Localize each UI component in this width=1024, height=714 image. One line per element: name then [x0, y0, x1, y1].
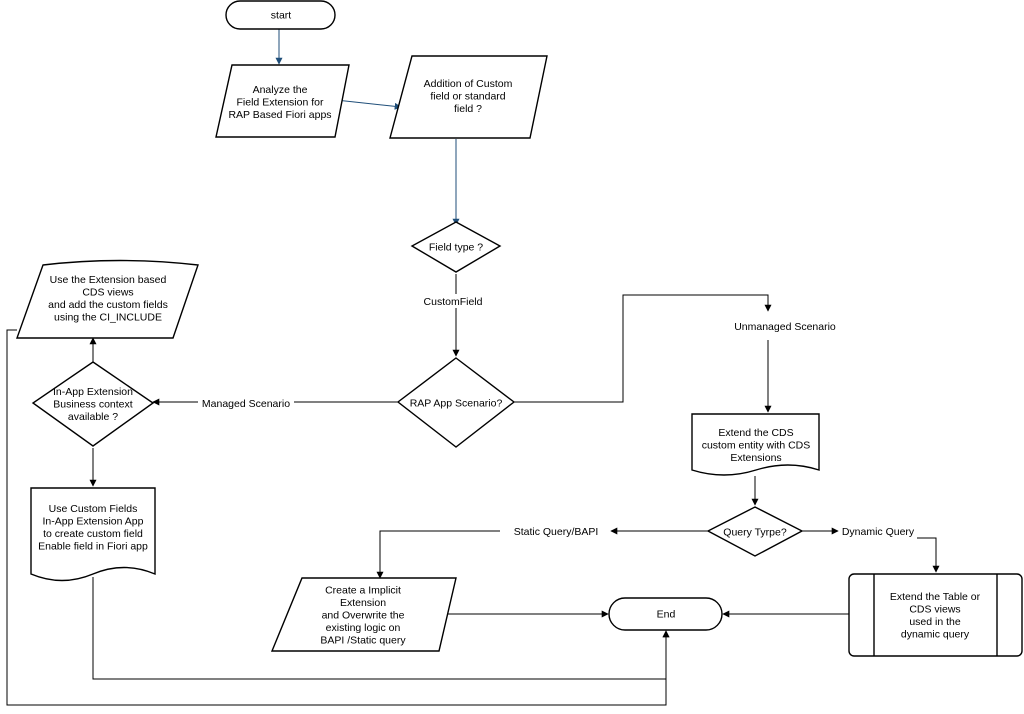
label-static-query: Static Query/BAPI	[505, 524, 605, 538]
use-ext-views-line: and add the custom fields	[48, 299, 168, 311]
inapp-ext-line: In-App Extension	[53, 386, 133, 398]
query-type-line: Query Tyrpe?	[723, 527, 787, 539]
extend-table-line: dynamic query	[901, 628, 970, 640]
label-static-query-text: Static Query/BAPI	[514, 526, 599, 538]
edge-static-to-implicit	[376, 530, 500, 579]
addition-line: Addition of Custom	[424, 78, 513, 90]
start-node-label: start	[271, 10, 292, 22]
extend-cds-line: custom entity with CDS	[702, 440, 811, 452]
edge-labels: CustomField Unmanaged Scenario Managed S…	[198, 294, 917, 538]
addition-line: field ?	[454, 103, 482, 115]
start-node[interactable]: start	[225, 0, 336, 30]
rap-scenario-line: RAP App Scenario?	[410, 398, 503, 410]
field-type-line: Field type ?	[429, 242, 483, 254]
inapp-ext-line: Business context	[53, 399, 132, 411]
rap-scenario-decision[interactable]: RAP App Scenario?	[396, 357, 516, 448]
implicit-ext-line: BAPI /Static query	[320, 635, 406, 647]
label-dynamic-query-text: Dynamic Query	[842, 526, 915, 538]
use-ext-views-line: Use the Extension based	[50, 274, 167, 286]
inapp-ext-line: available ?	[68, 411, 118, 423]
use-custom-fields-line: Use Custom Fields	[49, 503, 138, 515]
use-custom-fields-line: to create custom field	[43, 528, 143, 540]
field-type-decision[interactable]: Field type ?	[410, 221, 502, 273]
query-type-decision-label: Query Tyrpe?	[723, 527, 787, 539]
edge-useextviews-to-end	[6, 329, 670, 706]
edge-dynamic-to-extendtable	[917, 537, 940, 573]
extend-table-line: Extend the Table or	[890, 591, 981, 603]
label-managed: Managed Scenario	[198, 396, 294, 410]
label-managed-text: Managed Scenario	[202, 398, 290, 410]
use-ext-views-line: CDS views	[82, 286, 133, 298]
start-line: start	[271, 10, 292, 22]
end-node-label: End	[657, 609, 676, 621]
label-unmanaged-text: Unmanaged Scenario	[734, 321, 836, 333]
implicit-ext-line: existing logic on	[326, 622, 401, 634]
use-custom-fields-line: In-App Extension App	[43, 515, 144, 527]
edge-rap-to-extendcds	[514, 294, 772, 403]
query-type-decision[interactable]: Query Tyrpe?	[706, 506, 804, 557]
extend-table-line: CDS views	[909, 603, 960, 615]
extend-cds-line: Extensions	[730, 452, 781, 464]
extend-cds-line: Extend the CDS	[718, 427, 793, 439]
analyze-line: Analyze the	[253, 84, 308, 96]
use-ext-views-line: using the CI_INCLUDE	[54, 311, 162, 323]
end-node[interactable]: End	[608, 597, 723, 631]
label-custom-field-text: CustomField	[424, 296, 483, 308]
use-custom-fields-line: Enable field in Fiori app	[38, 540, 148, 552]
addition-line: field or standard	[430, 91, 505, 103]
implicit-ext-line: Extension	[340, 597, 386, 609]
implicit-ext-line: and Overwrite the	[322, 610, 405, 622]
rap-scenario-decision-label: RAP App Scenario?	[410, 398, 503, 410]
extend-table-line: used in the	[909, 616, 961, 628]
label-unmanaged: Unmanaged Scenario	[727, 319, 841, 333]
analyze-line: Field Extension for	[237, 97, 324, 109]
edge-analyze-to-addition	[335, 99, 402, 110]
analyze-line: RAP Based Fiori apps	[228, 109, 331, 121]
label-dynamic-query: Dynamic Query	[839, 524, 917, 538]
field-type-decision-label: Field type ?	[429, 242, 483, 254]
implicit-ext-line: Create a Implicit	[325, 585, 401, 597]
end-line: End	[657, 609, 676, 621]
label-custom-field: CustomField	[421, 294, 485, 308]
